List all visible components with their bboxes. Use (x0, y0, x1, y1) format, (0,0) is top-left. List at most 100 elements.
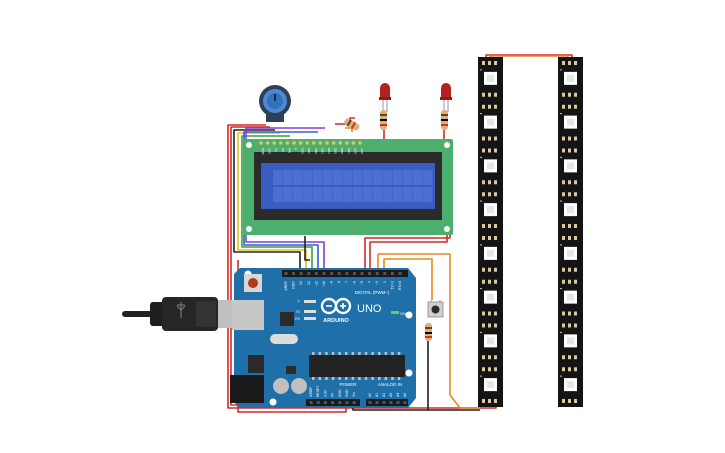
header-pin[interactable] (299, 272, 303, 275)
on-label: ON (400, 311, 406, 316)
lcd-pin[interactable] (292, 141, 296, 145)
lcd-char-cell (383, 170, 393, 185)
push-button-icon[interactable] (427, 300, 444, 318)
strip-led (560, 192, 577, 228)
digital-pin-label: TX>1 (390, 281, 394, 290)
lcd-pin-label: DB0 (301, 148, 305, 154)
lcd-char-cell (343, 170, 353, 185)
lcd-pin[interactable] (331, 141, 336, 145)
header-pin[interactable] (345, 401, 349, 404)
lcd-char-cell (283, 170, 293, 185)
analog-pin-label: A4 (396, 393, 400, 397)
resistor-icon[interactable] (380, 110, 387, 130)
header-pin[interactable] (352, 272, 356, 275)
lcd-char-cell (353, 170, 363, 185)
header-pin[interactable] (337, 272, 341, 275)
header-pin[interactable] (375, 401, 379, 404)
lcd-pin-label: DB7 (347, 148, 351, 154)
strip-led (480, 236, 497, 272)
header-pin[interactable] (338, 401, 342, 404)
strip-led (480, 61, 497, 97)
lcd-pin[interactable] (312, 141, 316, 145)
led-strip-right (558, 57, 583, 407)
header-pin[interactable] (307, 272, 311, 275)
lcd-pin[interactable] (259, 141, 263, 145)
lcd-pin[interactable] (285, 141, 290, 145)
lcd-pin[interactable] (358, 141, 362, 145)
usb-chip (280, 312, 294, 326)
lcd-pin-label: RW (287, 148, 291, 153)
analog-pin-label: A3 (389, 393, 393, 397)
header-pin[interactable] (309, 401, 313, 404)
header-pin[interactable] (389, 401, 393, 404)
resistor-icon[interactable] (343, 117, 360, 131)
lcd-pin-label: LED (360, 148, 364, 155)
header-pin[interactable] (314, 272, 318, 275)
lcd-pin[interactable] (279, 141, 283, 145)
header-pin[interactable] (292, 272, 296, 275)
lcd-pin[interactable] (298, 141, 303, 145)
led-l (304, 300, 316, 303)
lcd-pin[interactable] (351, 141, 356, 145)
lcd-character-grid (273, 170, 433, 202)
analog-pin-label: A5 (403, 393, 407, 397)
led-rx (304, 317, 316, 320)
lcd-pin-label: E (294, 148, 298, 150)
header-pin[interactable] (360, 272, 364, 275)
lcd-char-cell (373, 187, 383, 202)
wire-orange-top (345, 127, 353, 132)
wire-red-2 (230, 126, 270, 406)
red-led-2[interactable] (440, 83, 452, 112)
analog-header (366, 399, 408, 406)
lcd-pin[interactable] (338, 141, 343, 145)
header-pin[interactable] (331, 401, 335, 404)
lcd-pin-label: V0 (274, 148, 278, 152)
wire-red-main (227, 124, 497, 409)
capacitor-2 (291, 378, 307, 394)
lcd-pin-label: DB2 (314, 148, 318, 154)
digital-header-label: DIGITAL (PWM~) (355, 290, 390, 295)
header-pin[interactable] (403, 401, 407, 404)
lcd-char-cell (303, 187, 313, 202)
header-pin[interactable] (345, 272, 349, 275)
header-pin[interactable] (382, 401, 386, 404)
lcd-char-cell (403, 187, 413, 202)
lcd-pin[interactable] (345, 141, 349, 145)
header-pin[interactable] (383, 272, 387, 275)
header-pin[interactable] (352, 401, 356, 404)
strip-led (560, 236, 577, 272)
digital-pin-label: ~11 (314, 281, 318, 287)
header-pin[interactable] (323, 401, 327, 404)
header-pin[interactable] (390, 272, 394, 275)
power-pin-label: 5V (331, 392, 335, 397)
header-pin[interactable] (330, 272, 334, 275)
wire-purple (245, 127, 325, 268)
digital-pin-label: 13 (299, 281, 303, 285)
power-pin-label: 3.3V (323, 389, 327, 397)
resistor-icon[interactable] (441, 110, 448, 130)
power-pin-label: Vin (352, 392, 356, 397)
lcd-pin[interactable] (325, 141, 329, 145)
wire-strip-top-orange (489, 55, 569, 57)
lcd-pin[interactable] (272, 141, 277, 145)
header-pin[interactable] (396, 401, 400, 404)
lcd-char-cell (383, 187, 393, 202)
header-pin[interactable] (375, 272, 379, 275)
header-pin[interactable] (316, 401, 320, 404)
lcd-pin[interactable] (318, 141, 323, 145)
header-pin[interactable] (368, 272, 372, 275)
header-pin[interactable] (284, 272, 288, 275)
strip-led (560, 323, 577, 360)
lcd-pin[interactable] (305, 141, 310, 145)
wire-yellow (237, 132, 307, 268)
header-pin[interactable] (398, 272, 402, 275)
digital-pin-label: ~5 (360, 281, 364, 285)
red-led-1[interactable] (379, 83, 391, 112)
potentiometer-icon[interactable] (259, 85, 291, 122)
capacitor-1 (273, 378, 289, 394)
lcd-char-cell (423, 187, 433, 202)
header-pin[interactable] (322, 272, 326, 275)
header-pin[interactable] (368, 401, 372, 404)
resistor-icon[interactable] (425, 323, 432, 341)
lcd-pin[interactable] (265, 141, 270, 145)
